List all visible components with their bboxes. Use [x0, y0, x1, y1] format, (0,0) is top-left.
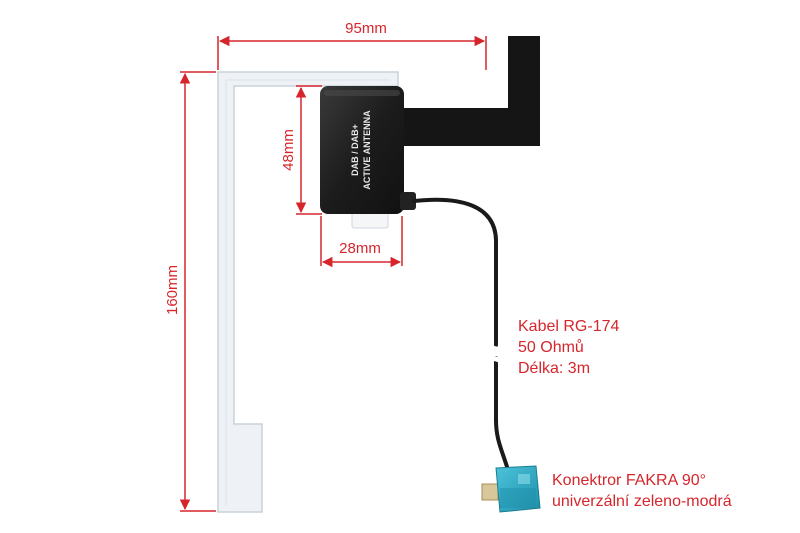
module-highlight — [324, 90, 400, 96]
dim-28-label: 28mm — [339, 240, 381, 257]
cable-strain-relief — [400, 192, 416, 210]
dim-48-label: 48mm — [280, 129, 297, 171]
cable-break-mark — [485, 343, 507, 365]
fakra-crimp — [481, 483, 499, 501]
fakra-latch — [518, 474, 530, 484]
cable-spec-impedance: 50 Ohmů — [518, 339, 584, 356]
cable-spec-type: Kabel RG-174 — [518, 318, 620, 335]
module-label-line1: DAB / DAB+ — [350, 124, 360, 176]
cable-spec: Kabel RG-174 50 Ohmů Délka: 3m — [518, 316, 619, 379]
fakra-body-shade — [500, 488, 536, 508]
frame-inner-edge — [225, 79, 390, 506]
module-label-line2: ACTIVE ANTENNA — [362, 110, 372, 190]
connector-spec: Konektror FAKRA 90° univerzální zeleno-m… — [552, 470, 732, 512]
connector-spec-type: Konektror FAKRA 90° — [552, 472, 707, 489]
dim-95-label: 95mm — [345, 20, 387, 37]
dim-160-label: 160mm — [164, 265, 181, 315]
amplifier-module — [320, 86, 404, 214]
cable-spec-length: Délka: 3m — [518, 360, 591, 377]
antenna-film-frame — [217, 71, 399, 513]
antenna-cable — [412, 197, 510, 472]
module-label: DAB / DAB+ ACTIVE ANTENNA — [350, 110, 372, 190]
connector-spec-color: univerzální zeleno-modrá — [552, 493, 732, 510]
